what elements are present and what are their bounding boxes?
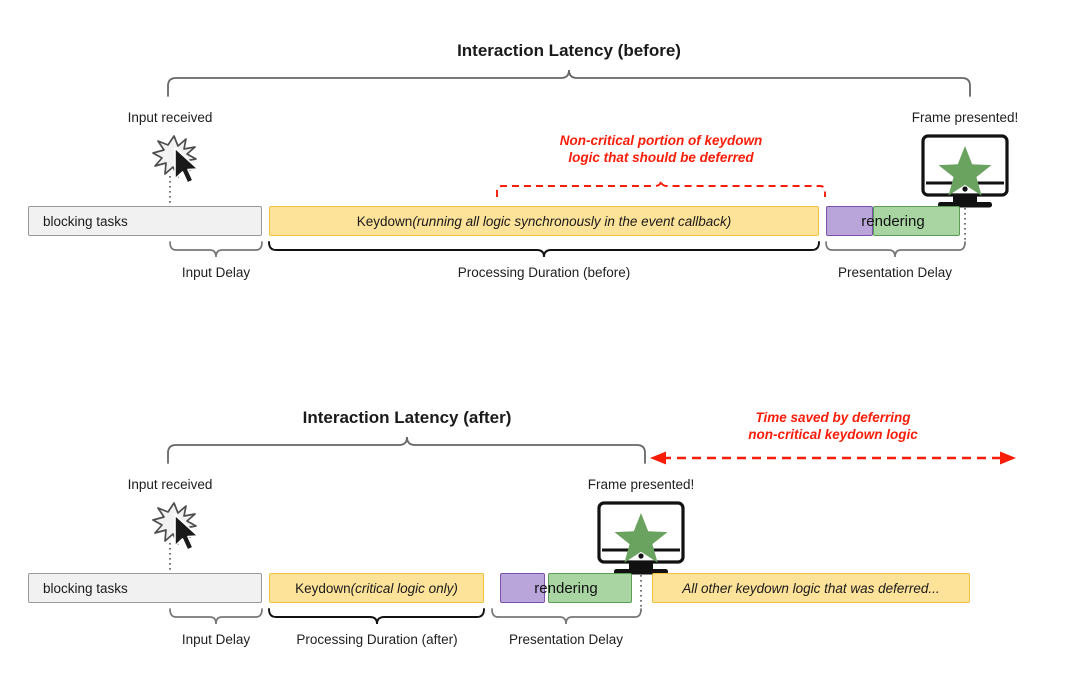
after-block-blocking-tasks[interactable]: blocking tasks <box>28 573 262 603</box>
after-input-received-label: Input received <box>127 477 213 492</box>
mouse-cursor-icon <box>174 147 199 184</box>
star-icon <box>938 146 992 196</box>
callout-line-1: Non-critical portion of keydown <box>559 133 763 148</box>
before-input-received-label: Input received <box>127 110 213 125</box>
callout-line-1: Time saved by deferring <box>755 410 911 425</box>
monitor-icon <box>597 501 685 575</box>
after-block-pre-render[interactable] <box>500 573 545 603</box>
after-phase-presentation-delay: Presentation Delay <box>508 632 624 647</box>
keydown-label-detail: (running all logic synchronously in the … <box>412 213 732 229</box>
deferred-work-label: All other keydown logic that was deferre… <box>682 580 940 596</box>
after-presentation-delay-brace <box>491 608 642 625</box>
before-presentation-delay-brace <box>825 241 966 258</box>
time-saved-arrow <box>650 451 1016 465</box>
before-block-blocking-tasks[interactable]: blocking tasks <box>28 206 262 236</box>
before-latency-brace <box>167 69 971 97</box>
click-burst-icon <box>152 135 197 178</box>
after-processing-duration-brace <box>268 608 485 625</box>
after-block-deferred-work[interactable]: All other keydown logic that was deferre… <box>652 573 970 603</box>
after-time-saved-callout: Time saved by deferring non-critical key… <box>683 410 983 444</box>
after-latency-brace <box>167 436 646 464</box>
before-block-keydown[interactable]: Keydown (running all logic synchronously… <box>269 206 819 236</box>
keydown-label-main: Keydown <box>295 580 351 596</box>
click-burst-icon <box>152 502 197 545</box>
after-phase-processing-duration: Processing Duration (after) <box>296 632 458 647</box>
star-icon <box>614 513 668 563</box>
before-phase-input-delay: Input Delay <box>181 265 251 280</box>
monitor-icon <box>921 134 1009 208</box>
noncritical-red-brace <box>496 179 826 197</box>
before-title: Interaction Latency (before) <box>457 41 681 60</box>
before-processing-duration-brace <box>268 241 820 258</box>
before-block-render[interactable] <box>873 206 960 236</box>
after-input-delay-brace <box>169 608 263 625</box>
after-phase-input-delay: Input Delay <box>181 632 251 647</box>
before-noncritical-callout: Non-critical portion of keydown logic th… <box>461 133 861 167</box>
before-block-pre-render[interactable] <box>826 206 873 236</box>
before-input-delay-brace <box>169 241 263 258</box>
after-block-keydown[interactable]: Keydown (critical logic only) <box>269 573 484 603</box>
keydown-label-detail: (critical logic only) <box>350 580 458 596</box>
mouse-cursor-icon <box>174 514 199 551</box>
after-frame-presented-label: Frame presented! <box>587 477 695 492</box>
callout-line-2: non-critical keydown logic <box>748 426 918 442</box>
after-block-render[interactable] <box>548 573 632 603</box>
before-phase-processing-duration: Processing Duration (before) <box>457 265 631 280</box>
before-frame-presented-label: Frame presented! <box>911 110 1019 125</box>
callout-line-2: logic that should be deferred <box>568 149 754 165</box>
keydown-label-main: Keydown <box>356 213 413 229</box>
after-title: Interaction Latency (after) <box>302 408 512 427</box>
before-phase-presentation-delay: Presentation Delay <box>837 265 953 280</box>
